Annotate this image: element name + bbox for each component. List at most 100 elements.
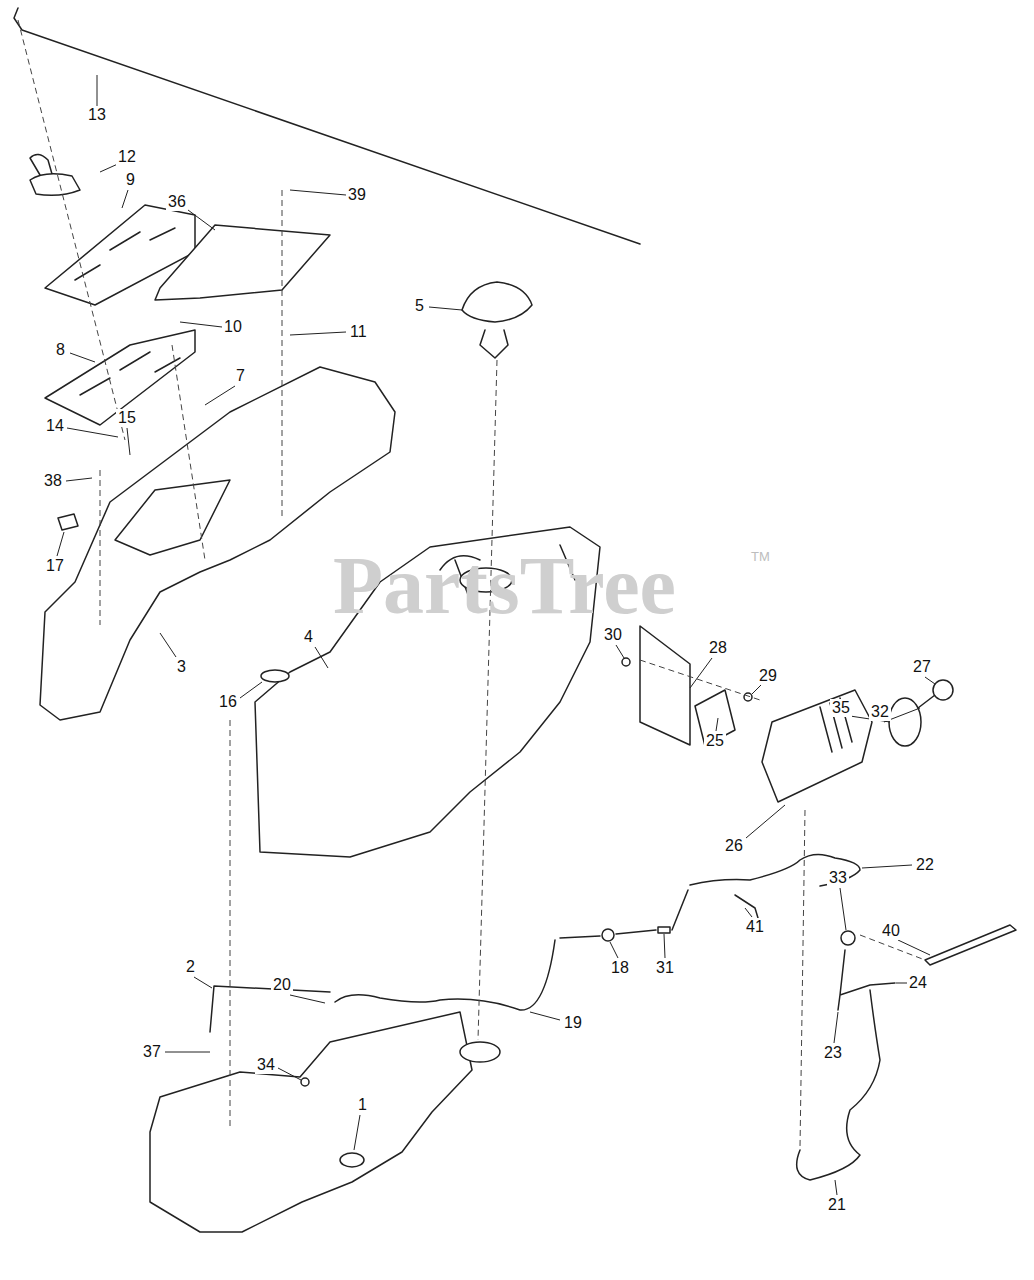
leader-line (690, 658, 712, 688)
cap-stem (918, 695, 935, 708)
leader-line (530, 1012, 560, 1020)
fuel-tank (150, 1012, 472, 1232)
fender-recess (115, 480, 230, 555)
assembly-line (640, 660, 760, 700)
trademark-mark: TM (749, 549, 772, 564)
hose (560, 890, 688, 938)
hose (690, 854, 860, 886)
callout-number: 9 (124, 171, 137, 189)
nut (744, 693, 752, 701)
leader-line (67, 428, 118, 437)
fuel-hose (335, 940, 555, 1010)
callout-number: 3 (175, 658, 188, 676)
assembly-line (478, 360, 497, 1040)
canister-ribs (820, 698, 852, 752)
assembly-line (230, 720, 231, 1130)
callout-number: 39 (346, 186, 368, 204)
callout-number: 41 (744, 918, 766, 936)
assembly-line (172, 345, 205, 560)
callout-number: 15 (116, 409, 138, 427)
leader-line (429, 307, 462, 310)
callout-number: 25 (704, 732, 726, 750)
tank-port (340, 1153, 364, 1167)
callout-number: 31 (654, 959, 676, 977)
callout-number: 28 (707, 639, 729, 657)
callout-number: 4 (302, 628, 315, 646)
leader-line (122, 190, 128, 208)
bracket (640, 626, 690, 745)
assembly-line (100, 470, 101, 625)
leader-line (862, 865, 912, 868)
leader-line (925, 677, 935, 684)
leader-line (194, 977, 212, 988)
leader-line (752, 684, 762, 694)
leader-line (188, 210, 215, 230)
leader-line (160, 633, 176, 657)
leader-line (664, 934, 665, 958)
callout-number: 22 (914, 856, 936, 874)
leader-line (180, 322, 222, 327)
tube-bracket (210, 986, 330, 1032)
callout-number: 12 (116, 148, 138, 166)
callout-number: 24 (907, 974, 929, 992)
canister-cap (933, 680, 953, 700)
clip (735, 895, 758, 918)
callout-number: 38 (42, 472, 64, 490)
leader-line (835, 1180, 837, 1195)
cap-tether (480, 330, 508, 358)
leader-line (278, 1068, 301, 1080)
plug (261, 670, 289, 682)
pad (58, 514, 78, 530)
fuel-cap (462, 282, 532, 322)
filler-neck (460, 1042, 500, 1062)
leader-line (745, 908, 752, 917)
assembly-line (282, 190, 283, 520)
callout-number: 18 (609, 959, 631, 977)
callout-number: 14 (44, 417, 66, 435)
leader-line (127, 428, 130, 455)
callout-number: 29 (757, 667, 779, 685)
callout-number: 2 (184, 958, 197, 976)
callout-number: 16 (217, 693, 239, 711)
callout-number: 32 (869, 703, 891, 721)
leader-line (290, 995, 325, 1003)
callout-number: 27 (911, 658, 933, 676)
callout-number: 20 (271, 976, 293, 994)
callout-number: 37 (141, 1043, 163, 1061)
leader-line (315, 647, 328, 668)
leader-line (57, 532, 64, 556)
callout-number: 19 (562, 1014, 584, 1032)
leader-line (165, 1052, 210, 1053)
callout-number: 40 (880, 922, 902, 940)
knob (30, 154, 80, 195)
clamp (602, 929, 614, 941)
leader-line (716, 718, 718, 731)
leader-line (354, 1115, 360, 1150)
fitting (301, 1078, 309, 1086)
callout-number: 30 (602, 626, 624, 644)
rod (14, 8, 640, 244)
callout-number: 8 (54, 341, 67, 359)
callout-number: 1 (356, 1096, 369, 1114)
assembly-line (18, 20, 125, 440)
leader-line (290, 332, 346, 335)
leader-line (610, 942, 618, 958)
leader-line (616, 645, 624, 658)
dipstick (925, 925, 1016, 965)
cover (155, 225, 330, 300)
callout-number: 23 (822, 1044, 844, 1062)
clamp-ring (889, 698, 921, 746)
leader-line (834, 1012, 838, 1043)
plate-slots (80, 352, 180, 395)
callout-number: 17 (44, 557, 66, 575)
callout-number: 5 (413, 297, 426, 315)
vent-fitting (838, 950, 895, 1010)
canister (762, 690, 872, 802)
callout-number: 26 (723, 837, 745, 855)
leader-line (290, 190, 346, 195)
callout-number: 36 (166, 193, 188, 211)
callout-number: 21 (826, 1196, 848, 1214)
leader-line (66, 478, 92, 481)
callout-number: 11 (348, 323, 369, 341)
